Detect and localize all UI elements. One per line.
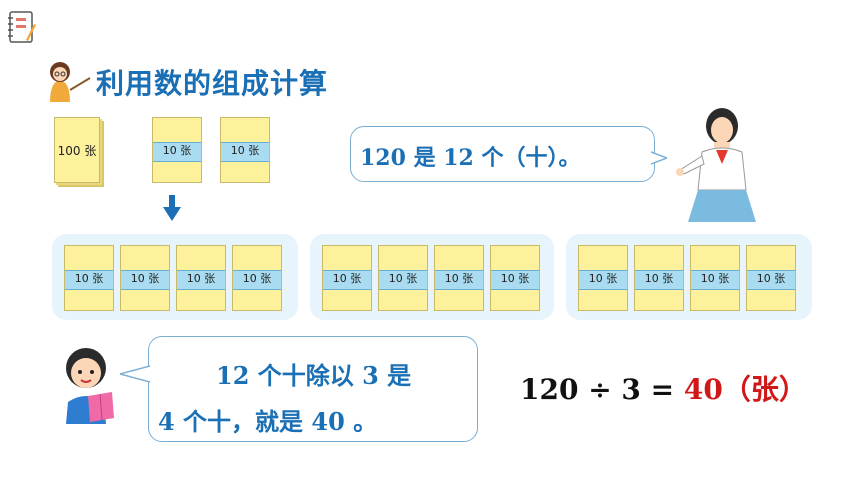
bundle-label: 10 张 [242,272,272,285]
ten-sheet-bundle: 10 张 [176,245,226,311]
bundle-group-2: 10 张 10 张 10 张 10 张 [310,234,554,320]
stack-label: 100 张 [57,144,97,158]
bundle-label: 10 张 [588,272,618,285]
ten-sheet-bundle: 10 张 [434,245,484,311]
girl-character [676,108,756,222]
bundle-label: 10 张 [332,272,362,285]
bundle-label: 10 张 [644,272,674,285]
ten-sheet-bundle: 10 张 [690,245,740,311]
ten-sheet-bundle: 10 张 [220,117,270,183]
bubble-top-text: 120 是 12 个（十）。 [360,145,581,171]
bundle-label: 10 张 [500,272,530,285]
bundle-group-3: 10 张 10 张 10 张 10 张 [566,234,812,320]
notebook-pencil-icon [8,11,36,43]
bundle-label: 10 张 [756,272,786,285]
ten-sheet-bundle: 10 张 [120,245,170,311]
bubble-bottom-line1: 12 个十除以 3 是 [216,361,412,390]
speech-bubble-bottom [148,336,478,442]
bundle-label: 10 张 [444,272,474,285]
ten-sheet-bundle: 10 张 [490,245,540,311]
equation: 120 ÷ 3 = 40（张） [520,368,807,408]
bundle-label: 10 张 [388,272,418,285]
bubble-bottom-line2: 4 个十，就是 40 。 [158,407,378,436]
bundle-label: 10 张 [700,272,730,285]
ten-sheet-bundle: 10 张 [322,245,372,311]
down-arrow-icon [163,195,181,221]
bundle-group-1: 10 张 10 张 10 张 10 张 [52,234,298,320]
teacher-pointer-icon [50,62,91,102]
ten-sheet-bundle: 10 张 [746,245,796,311]
equation-answer: 40（张） [683,373,807,406]
ten-sheet-bundle: 10 张 [578,245,628,311]
speech-bubble-tail [120,365,150,383]
hundred-sheet-stack: 100 张 [54,117,100,183]
bundle-label: 10 张 [186,272,216,285]
ten-sheet-bundle: 10 张 [152,117,202,183]
bundle-label: 10 张 [162,144,192,157]
equation-expression: 120 ÷ 3 = [520,373,675,406]
ten-sheet-bundle: 10 张 [634,245,684,311]
ten-sheet-bundle: 10 张 [64,245,114,311]
boy-reading-character [66,348,114,424]
ten-sheet-bundle: 10 张 [378,245,428,311]
ten-sheet-bundle: 10 张 [232,245,282,311]
bundle-label: 10 张 [230,144,260,157]
bundle-label: 10 张 [130,272,160,285]
page-title: 利用数的组成计算 [96,67,329,100]
speech-bubble-tail [651,151,667,165]
bundle-label: 10 张 [74,272,104,285]
